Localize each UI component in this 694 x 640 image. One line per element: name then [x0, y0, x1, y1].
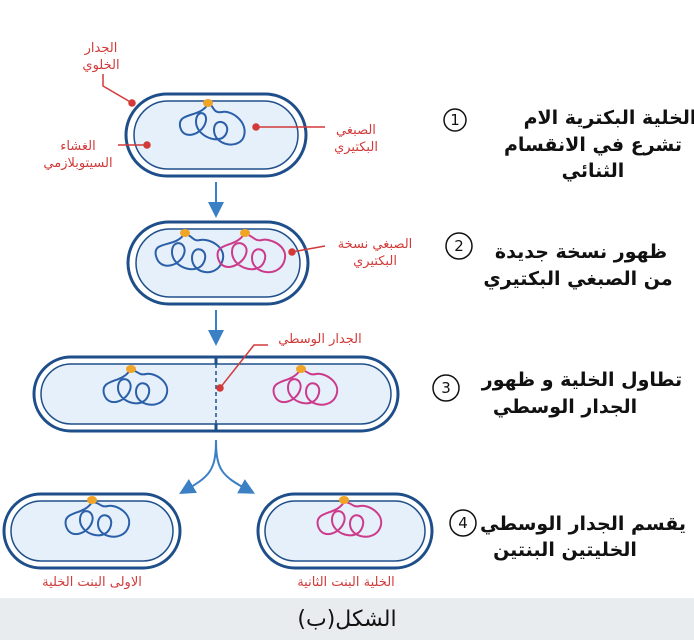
label-chromosome: الصبغي البكتيري [252, 123, 378, 155]
chromosome-blue [178, 103, 246, 146]
step-number-badge [449, 509, 477, 537]
stage-3-cell [32, 355, 400, 433]
chromosome-blue [102, 369, 169, 406]
svg-text:4: 4 [458, 514, 468, 532]
step-4: 4 يقسم الجدار الوسطي الخليتين البنتين [449, 509, 686, 561]
svg-text:السيتوبلازمي: السيتوبلازمي [43, 156, 112, 171]
origin-marker [240, 229, 250, 237]
stage-1-cell [124, 92, 308, 178]
daughter-cell-2 [256, 492, 434, 570]
svg-text:الجدار الوسطي: الجدار الوسطي [493, 396, 637, 418]
svg-text:1: 1 [450, 111, 460, 129]
origin-marker [339, 496, 349, 504]
binary-fission-diagram: الجدار الخلوي الغشاء السيتوبلازمي الصبغي… [2, 41, 694, 590]
svg-text:يقسم الجدار الوسطي: يقسم الجدار الوسطي [480, 513, 686, 535]
chromosome-blue [64, 501, 131, 538]
svg-text:البكتيري: البكتيري [353, 254, 397, 269]
origin-marker [203, 99, 213, 107]
svg-text:الجدار: الجدار [84, 41, 118, 56]
daughter-cell-1 [2, 492, 182, 570]
svg-text:الصبغي: الصبغي [336, 123, 376, 138]
split-arrows [179, 439, 256, 495]
chromosome-pink [272, 369, 339, 406]
svg-text:من الصبغي البكتيري: من الصبغي البكتيري [483, 268, 672, 291]
step-number-badge [432, 374, 460, 402]
stage-2-cell [126, 220, 310, 306]
chromosome-pink [316, 501, 383, 538]
svg-text:الخلوي: الخلوي [82, 58, 119, 73]
svg-text:تطاول الخلية و ظهور: تطاول الخلية و ظهور [481, 369, 682, 391]
origin-marker [180, 229, 190, 237]
svg-text:2: 2 [454, 237, 464, 255]
origin-marker [126, 365, 136, 373]
svg-text:3: 3 [441, 379, 451, 397]
label-new-copy: الصبغي نسخة البكتيري [288, 237, 413, 269]
step-number-badge [443, 108, 467, 132]
label-membrane: الغشاء السيتوبلازمي [43, 139, 151, 171]
svg-text:تشرع في الانقسام: تشرع في الانقسام [504, 134, 682, 156]
origin-marker [296, 365, 306, 373]
step-2: 2 ظهور نسخة جديدة من الصبغي البكتيري [445, 232, 673, 291]
svg-text:الصبغي نسخة: الصبغي نسخة [338, 237, 413, 252]
svg-text:الخليتين البنتين: الخليتين البنتين [493, 539, 637, 561]
figure-caption: الشكل(ب) [297, 606, 397, 632]
svg-text:الثنائي: الثنائي [562, 160, 625, 182]
svg-text:الغشاء: الغشاء [60, 139, 96, 154]
svg-text:الجدار الوسطي: الجدار الوسطي [278, 332, 362, 347]
step-1: 1 الخلية البكترية الام تشرع في الانقسام … [443, 107, 694, 182]
label-daughter-1: الاولى البنت الخلية [42, 575, 142, 590]
label-daughter-2: الخلية البنت الثانية [297, 575, 395, 590]
origin-marker [87, 496, 97, 504]
chromosome-pink [216, 233, 287, 273]
step-number-badge [445, 232, 473, 260]
step-3: 3 تطاول الخلية و ظهور الجدار الوسطي [432, 369, 682, 418]
svg-text:ظهور نسخة جديدة: ظهور نسخة جديدة [495, 241, 667, 263]
svg-text:الخلية البكترية الام: الخلية البكترية الام [524, 107, 694, 129]
label-septum: الجدار الوسطي [216, 332, 362, 392]
chromosome-blue [154, 233, 225, 273]
caption-bar: الشكل(ب) [0, 598, 694, 640]
label-cell-wall: الجدار الخلوي [82, 41, 136, 107]
svg-text:البكتيري: البكتيري [334, 140, 378, 155]
